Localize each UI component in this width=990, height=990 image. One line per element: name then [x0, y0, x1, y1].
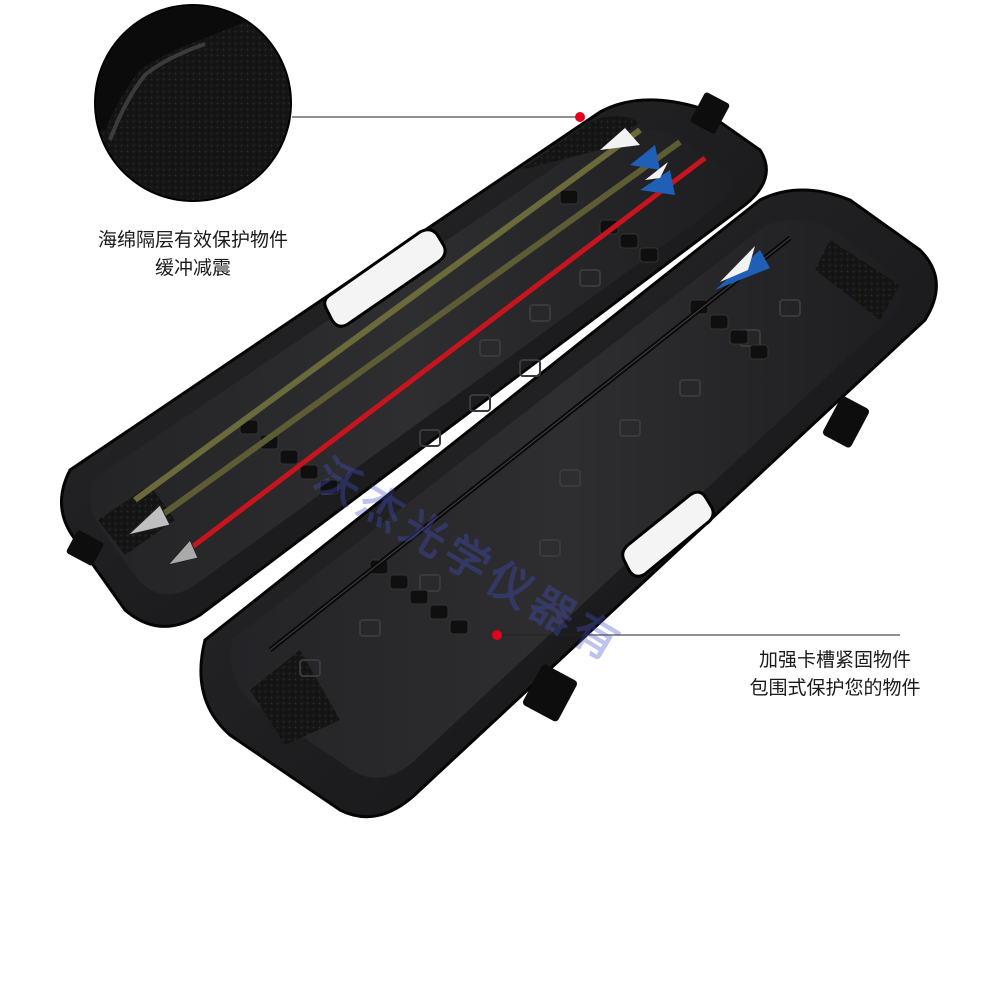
arrow-red — [166, 156, 707, 566]
callout-2-pointer — [492, 630, 900, 640]
handle-icon — [323, 228, 447, 328]
arrow-camo-2 — [126, 139, 682, 536]
callout-foam-line1: 海绵隔层有效保护物件 — [97, 229, 288, 251]
callout-1-pointer — [292, 112, 585, 122]
broadhead-icon — [126, 504, 171, 536]
foam-zoom-circle — [94, 4, 292, 202]
callout-slot-line1: 加强卡槽紧固物件 — [758, 649, 911, 671]
callout-foam-text: 海绵隔层有效保护物件 缓冲减震 — [68, 226, 318, 282]
case-lid — [60, 92, 768, 628]
callout-slot-text: 加强卡槽紧固物件 包围式保护您的物件 — [705, 646, 965, 702]
latch-icon — [66, 92, 730, 566]
callout-foam-line2: 缓冲减震 — [154, 257, 231, 279]
case-base — [199, 188, 938, 819]
callout-slot-line2: 包围式保护您的物件 — [749, 677, 921, 699]
arrow-black — [268, 236, 792, 652]
arrow-camo-1 — [133, 127, 642, 503]
